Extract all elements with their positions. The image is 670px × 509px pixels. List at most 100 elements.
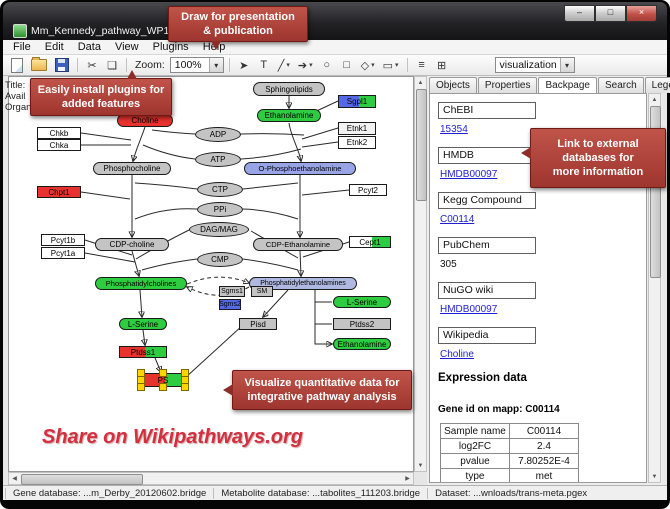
scroll-up-icon[interactable]: ▲ (417, 79, 424, 86)
menu-data[interactable]: Data (77, 41, 101, 53)
tab-objects[interactable]: Objects (429, 77, 477, 93)
pathway-node-sphingolipids[interactable]: Sphingolipids (253, 82, 325, 96)
backpage-header-pubchem: PubChem (438, 237, 536, 254)
pathway-node-pcyt1a[interactable]: Pcyt1a (41, 247, 85, 259)
pathway-node-ctp[interactable]: CTP (197, 182, 243, 197)
expression-table-cell: pvalue (440, 453, 510, 469)
tab-legend[interactable]: Legend (644, 77, 670, 93)
zoom-combobox[interactable]: 100%▾ (169, 57, 224, 73)
tab-search[interactable]: Search (597, 77, 644, 93)
canvas-horizontal-scrollbar[interactable]: ◀ ▶ (8, 472, 414, 485)
pathway-node-etnk2[interactable]: Etnk2 (338, 136, 376, 149)
panel-scrollbar[interactable]: ▲ ▼ (648, 93, 661, 483)
backpage-value-kegg-compound[interactable]: C00114 (440, 214, 475, 225)
pathway-node-phosphocholine[interactable]: Phosphocholine (93, 162, 171, 175)
pathway-node-phosphatidylcholines[interactable]: Phosphatidylcholines (95, 277, 187, 290)
label-tool-button[interactable]: T (255, 57, 273, 74)
tab-backpage[interactable]: Backpage (538, 77, 597, 93)
title-bar: Mm_Kennedy_pathway_WP1771_45176.gpml – □… (3, 2, 667, 40)
pathway-node-dag-mag[interactable]: DAG/MAG (189, 222, 249, 237)
scroll-up-icon[interactable]: ▲ (651, 96, 658, 103)
side-label: Organ (5, 102, 32, 113)
side-label: Avail (5, 91, 26, 102)
pathway-node-sgms1[interactable]: Sgms1 (219, 286, 245, 297)
minimize-button[interactable]: – (564, 5, 595, 22)
pathway-node-cdp-choline[interactable]: CDP-choline (95, 238, 169, 251)
pathway-node-ptdss2[interactable]: Ptdss2 (333, 318, 391, 330)
pathway-node-chka[interactable]: Chka (37, 139, 81, 151)
align-horizontal-button[interactable]: ≡ (413, 57, 431, 74)
canvas-hscroll-thumb[interactable] (21, 474, 143, 485)
menu-view[interactable]: View (114, 41, 139, 53)
line-tool-dropdown[interactable]: ╱▾ (275, 57, 293, 74)
backpage-value-wikipedia[interactable]: Choline (440, 349, 474, 360)
pathway-node-sm[interactable]: SM (251, 286, 273, 297)
canvas-vertical-scrollbar[interactable]: ▲ ▼ (414, 76, 427, 472)
pathway-node-cept1[interactable]: Cept1 (349, 236, 391, 248)
pathway-node-cmp[interactable]: CMP (197, 252, 243, 267)
cut-button[interactable]: ✂ (83, 57, 101, 74)
backpage-value-chebi[interactable]: 15354 (440, 124, 468, 135)
arrow-tool-dropdown[interactable]: ➔▾ (295, 57, 316, 74)
menu-plugins[interactable]: Plugins (152, 41, 189, 53)
pathway-node-phosphatidylethanolamines[interactable]: Phosphatidylethanolamines (249, 277, 357, 290)
selection-handle[interactable] (137, 383, 145, 391)
pathway-node-sgpl1[interactable]: Sgpl1 (338, 95, 376, 108)
scroll-down-icon[interactable]: ▼ (417, 462, 424, 469)
pathway-node-l-serine[interactable]: L-Serine (333, 296, 391, 308)
selection-handle[interactable] (159, 383, 167, 391)
pathway-node-chpt1[interactable]: Chpt1 (37, 186, 81, 198)
close-button[interactable]: × (626, 5, 657, 22)
callout-link-text: Link to external databases for more info… (552, 137, 644, 179)
canvas-vscroll-thumb[interactable] (416, 89, 427, 201)
chevron-down-icon[interactable]: ▾ (559, 58, 574, 72)
pathway-node-pcyt2[interactable]: Pcyt2 (349, 184, 387, 196)
pathway-node-pcyt1b[interactable]: Pcyt1b (41, 234, 85, 246)
pathway-node-atp[interactable]: ATP (195, 152, 241, 167)
rectangle-tool-button[interactable]: □ (338, 57, 356, 74)
scroll-down-icon[interactable]: ▼ (651, 473, 658, 480)
backpage-value-pubchem: 305 (440, 259, 457, 270)
pathway-node-chkb[interactable]: Chkb (37, 127, 81, 139)
scroll-right-icon[interactable]: ▶ (405, 476, 410, 482)
open-pathway-button[interactable] (28, 57, 50, 74)
pathway-node-pisd[interactable]: Pisd (239, 318, 277, 330)
pathway-node-adp[interactable]: ADP (195, 127, 241, 142)
pathway-node-ptdss1[interactable]: Ptdss1 (119, 346, 167, 358)
chevron-down-icon[interactable]: ▾ (208, 58, 223, 72)
backpage-value-hmdb[interactable]: HMDB00097 (440, 169, 498, 180)
menu-file[interactable]: File (13, 41, 31, 53)
ellipse-tool-button[interactable]: ○ (318, 57, 336, 74)
backpage-header-nugo-wiki: NuGO wiki (438, 282, 536, 299)
pathway-node-ethanolamine[interactable]: Ethanolamine (333, 338, 391, 350)
pathway-node-l-serine[interactable]: L-Serine (119, 318, 167, 330)
pathway-node-ppi[interactable]: PPi (197, 202, 243, 217)
copy-button[interactable]: ❏ (103, 57, 121, 74)
share-annotation: Share on Wikipathways.org (42, 426, 303, 448)
expression-table-cell: met (509, 468, 579, 482)
tab-properties[interactable]: Properties (477, 77, 538, 93)
pathway-node-o-phosphoethanolamine[interactable]: O-Phosphoethanolamine (244, 162, 356, 175)
pathway-node-cdp-ethanolamine[interactable]: CDP-Ethanolamine (253, 238, 343, 251)
selection-tool-button[interactable]: ➤ (235, 57, 253, 74)
new-pathway-button[interactable] (8, 57, 26, 74)
expression-table-cell: Sample name (440, 423, 510, 439)
shapes-dropdown[interactable]: ◇▾ (358, 57, 378, 74)
pathway-node-ethanolamine[interactable]: Ethanolamine (257, 109, 321, 122)
pathway-node-sgms2[interactable]: Sgms2 (219, 299, 241, 310)
selection-handle[interactable] (159, 369, 167, 377)
visualization-combobox[interactable]: visualization▾ (494, 57, 575, 73)
save-pathway-button[interactable] (52, 57, 72, 74)
menu-edit[interactable]: Edit (44, 41, 64, 53)
scroll-left-icon[interactable]: ◀ (12, 476, 17, 482)
align-vertical-button[interactable]: ⊞ (433, 57, 451, 74)
maximize-button[interactable]: □ (595, 5, 626, 22)
backpage-value-nugo-wiki[interactable]: HMDB00097 (440, 304, 498, 315)
datanode-dropdown[interactable]: ▭▾ (380, 57, 402, 74)
panel-scroll-thumb[interactable] (650, 106, 661, 278)
pathway-node-etnk1[interactable]: Etnk1 (338, 122, 376, 135)
selection-handle[interactable] (181, 383, 189, 391)
